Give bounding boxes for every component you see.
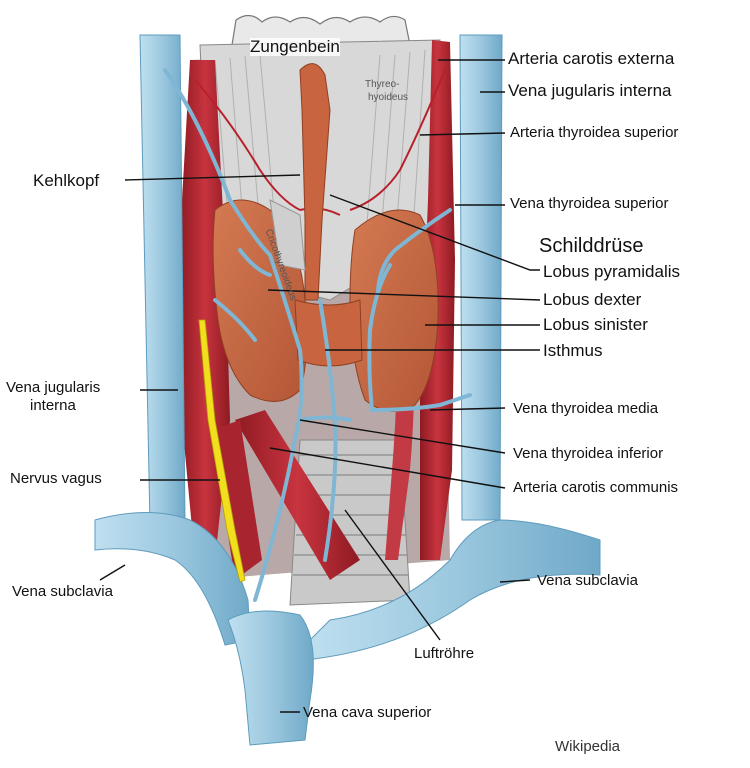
cartilage-inscription-2: hyoideus [368,92,409,103]
label-kehlkopf: Kehlkopf [33,171,100,190]
label-vena-jugularis-interna-left-line2: interna [30,397,76,414]
label-vena-cava-superior: Vena cava superior [303,704,432,721]
label-arteria-carotis-communis: Arteria carotis communis [513,479,679,496]
cartilage-inscription-1: Thyreo- [365,79,400,90]
muscle-lower-left [212,420,262,580]
thyroid-veins [163,68,472,602]
label-zungenbein: Zungenbein [250,37,340,56]
nervus-vagus [198,319,246,583]
label-luftroehre: Luftröhre [414,645,475,662]
label-wikipedia: Wikipedia [555,738,621,755]
label-nervus-vagus: Nervus vagus [10,470,102,487]
jugular-vein-right [139,34,186,526]
hyoid-bone [231,14,411,46]
label-vena-subclavia-left: Vena subclavia [12,583,113,600]
cricothyroid-muscle [269,199,306,271]
label-vena-thyroidea-media: Vena thyroidea media [513,400,659,417]
label-vena-thyroidea-superior: Vena thyroidea superior [510,195,669,212]
label-lobus-pyramidalis: Lobus pyramidalis [543,262,681,281]
label-arteria-thyroidea-superior: Arteria thyroidea superior [510,124,679,141]
subclavian-vein-left [304,519,601,661]
leader-lines [99,59,541,713]
label-vena-jugularis-interna-left-line1: Vena jugularis [6,379,101,396]
label-isthmus: Isthmus [543,341,603,360]
label-arteria-carotis-externa: Arteria carotis externa [508,49,675,68]
label-vena-thyroidea-inferior: Vena thyroidea inferior [513,445,664,462]
label-lobus-dexter: Lobus dexter [543,290,642,309]
label-lobus-sinister: Lobus sinister [543,315,648,334]
label-vena-subclavia-right: Vena subclavia [537,572,638,589]
label-vena-jugularis-interna-right: Vena jugularis interna [508,81,672,100]
superior-vena-cava [227,610,314,746]
lobus-pyramidalis [299,63,331,301]
label-schilddruese: Schilddrüse [539,235,644,257]
thyroid-lobe-left [349,209,439,412]
